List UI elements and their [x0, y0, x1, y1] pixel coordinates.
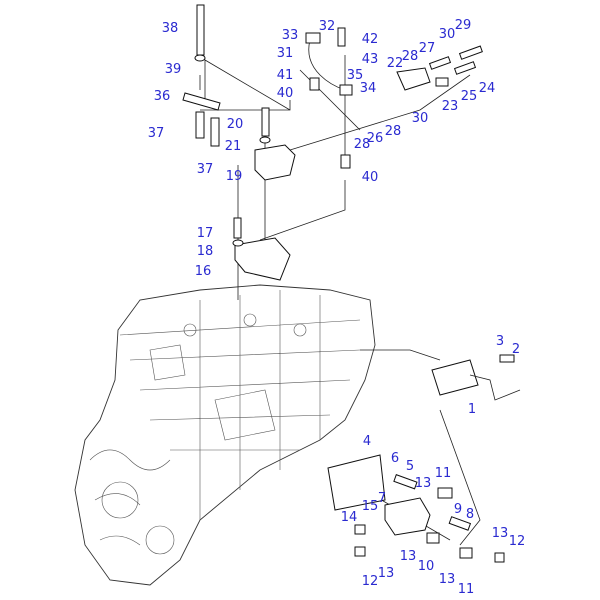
- callout-21: 21: [225, 139, 242, 154]
- callout-14: 14: [341, 510, 358, 525]
- callout-20: 20: [227, 117, 244, 132]
- callout-7: 7: [378, 491, 386, 506]
- fitting-11b: [459, 547, 473, 559]
- pipe-31: [308, 39, 346, 91]
- callout-17: 17: [197, 226, 214, 241]
- bracket-4: [327, 454, 386, 511]
- callout-36: 36: [154, 89, 171, 104]
- callout-28: 28: [385, 124, 402, 139]
- callout-9: 9: [454, 502, 462, 517]
- callout-1: 1: [468, 402, 476, 417]
- plug-12b: [494, 552, 505, 563]
- callout-8: 8: [466, 507, 474, 522]
- callout-40: 40: [362, 170, 379, 185]
- engine-block: [74, 284, 376, 586]
- bolt-27: [428, 56, 452, 70]
- callout-12: 12: [362, 574, 379, 589]
- bracket-16: [234, 237, 291, 281]
- callout-28: 28: [354, 137, 371, 152]
- callout-42: 42: [362, 32, 379, 47]
- bolt-8: [448, 516, 472, 531]
- callout-22: 22: [387, 56, 404, 71]
- callout-31: 31: [277, 46, 294, 61]
- bolt-29: [458, 45, 483, 60]
- callout-3: 3: [496, 334, 504, 349]
- callout-18: 18: [197, 244, 214, 259]
- washer-39: [194, 54, 206, 62]
- pin-37: [195, 111, 205, 139]
- valve-19: [254, 144, 296, 181]
- bolt-42: [337, 27, 346, 47]
- callout-37: 37: [197, 162, 214, 177]
- callout-41: 41: [277, 68, 294, 83]
- bolt-20: [261, 107, 270, 137]
- plate-36: [182, 92, 221, 111]
- fitting-11: [437, 487, 453, 499]
- callout-19: 19: [226, 169, 243, 184]
- callout-23: 23: [442, 99, 459, 114]
- callout-13: 13: [400, 549, 417, 564]
- pin-37b: [210, 117, 220, 147]
- bolt-38: [196, 4, 205, 56]
- callout-30: 30: [439, 27, 456, 42]
- callout-5: 5: [406, 459, 414, 474]
- callout-4: 4: [363, 434, 371, 449]
- washer-21: [259, 136, 271, 144]
- housing-22: [396, 67, 431, 91]
- bolt-5: [393, 474, 418, 490]
- callout-2: 2: [512, 342, 520, 357]
- callout-11: 11: [458, 582, 475, 597]
- spacer-40b: [340, 154, 351, 169]
- fitting-10: [426, 532, 440, 544]
- callout-15: 15: [362, 499, 379, 514]
- callout-34: 34: [360, 81, 377, 96]
- callout-35: 35: [347, 68, 364, 83]
- callout-13: 13: [415, 476, 432, 491]
- fitting-34: [339, 84, 353, 96]
- callout-13: 13: [439, 572, 456, 587]
- bolt-24: [453, 61, 477, 75]
- callout-16: 16: [195, 264, 212, 279]
- callout-13: 13: [378, 566, 395, 581]
- callout-38: 38: [162, 21, 179, 36]
- valve-7: [384, 497, 431, 536]
- callout-27: 27: [419, 41, 436, 56]
- callout-26: 26: [367, 131, 384, 146]
- callout-29: 29: [455, 18, 472, 33]
- plug-14: [354, 524, 366, 535]
- bolt-2: [499, 354, 515, 363]
- callout-6: 6: [391, 451, 399, 466]
- callout-10: 10: [418, 559, 435, 574]
- washer-18: [232, 239, 244, 247]
- callout-40: 40: [277, 86, 294, 101]
- callout-13: 13: [492, 526, 509, 541]
- callout-37: 37: [148, 126, 165, 141]
- parts: [182, 4, 521, 563]
- fitting-23: [435, 77, 449, 87]
- callout-33: 33: [282, 28, 299, 43]
- callout-12: 12: [509, 534, 526, 549]
- bolt-17: [233, 217, 242, 239]
- plug-12: [354, 546, 366, 557]
- fitting-32: [305, 32, 321, 44]
- actuator-1: [431, 359, 479, 396]
- callout-24: 24: [479, 81, 496, 96]
- callout-30: 30: [412, 111, 429, 126]
- callout-28: 28: [402, 49, 419, 64]
- callout-32: 32: [319, 19, 336, 34]
- callout-39: 39: [165, 62, 182, 77]
- callout-11: 11: [435, 466, 452, 481]
- callout-25: 25: [461, 89, 478, 104]
- spacer-40: [309, 77, 320, 91]
- callout-43: 43: [362, 52, 379, 67]
